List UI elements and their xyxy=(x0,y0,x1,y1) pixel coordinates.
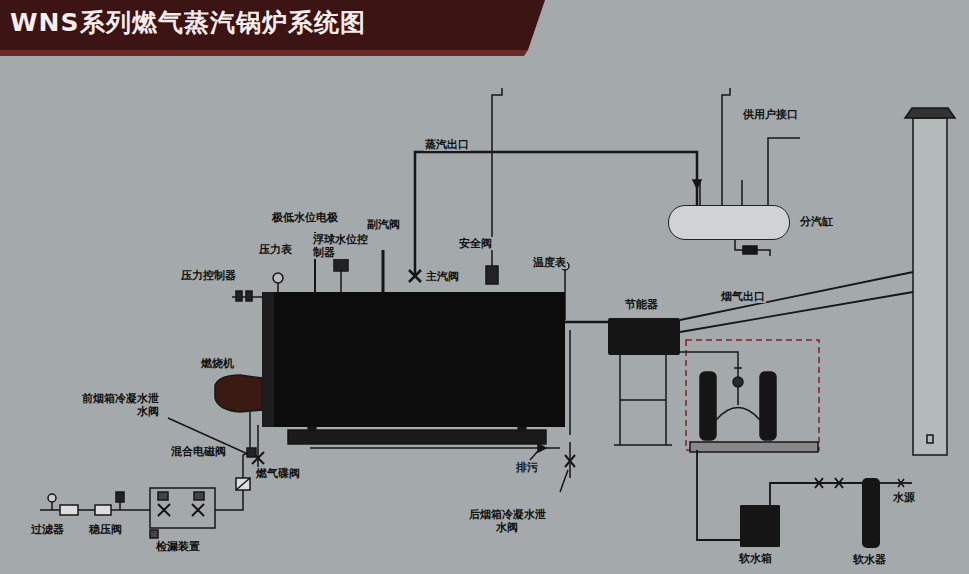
part-label: 前烟箱冷凝水泄水阀 xyxy=(78,392,160,418)
part-label: 混合电磁阀 xyxy=(170,445,227,458)
part-label: 后烟箱冷凝水泄水阀 xyxy=(466,508,548,534)
steam-header: 分汽缸 xyxy=(668,205,790,240)
part-label: 燃气碟阀 xyxy=(255,467,301,480)
part-label: 安全阀 xyxy=(458,237,493,250)
part-label: 过滤器 xyxy=(30,523,65,536)
equipment-label: 软水箱 xyxy=(738,552,773,565)
part-label: 压力表 xyxy=(258,243,293,256)
part-label: 副汽阀 xyxy=(366,218,401,231)
part-label: 蒸汽出口 xyxy=(424,138,470,151)
equipment-label: 软水器 xyxy=(852,553,887,566)
part-label: 烟气出口 xyxy=(720,290,766,303)
part-label: 压力控制器 xyxy=(180,269,237,282)
equipment-label: 节能器 xyxy=(624,298,659,311)
part-label: 排污 xyxy=(515,461,539,474)
soft-water-tank: 软水箱 xyxy=(740,505,780,547)
water-pipe xyxy=(770,483,862,505)
part-label: 燃烧机 xyxy=(200,357,235,370)
part-label: 温度表 xyxy=(532,256,567,269)
part-label: 浮球水位控制器 xyxy=(312,233,372,259)
economizer: 节能器 xyxy=(608,318,680,355)
part-label: 供用户接口 xyxy=(742,108,799,121)
part-label: 水源 xyxy=(892,491,916,504)
part-label: 检漏装置 xyxy=(155,540,201,553)
part-label: 极低水位电极 xyxy=(271,211,339,224)
diagram-title: WNS系列燃气蒸汽锅炉系统图 xyxy=(10,8,366,38)
water-softener: 软水器 xyxy=(862,478,880,548)
title-banner xyxy=(0,0,545,50)
boiler-body xyxy=(262,292,565,427)
part-label: 稳压阀 xyxy=(88,523,123,536)
equipment-label: 分汽缸 xyxy=(799,215,834,228)
part-label: 主汽阀 xyxy=(425,270,460,283)
